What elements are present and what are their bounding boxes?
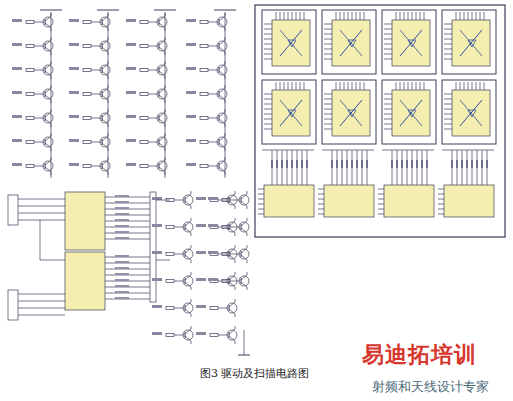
- watermark-subtitle: 射频和天线设计专家: [372, 378, 489, 396]
- watermark: 易迪拓培训: [362, 340, 477, 370]
- figure-caption: 图3 驱动及扫描电路图: [200, 366, 310, 381]
